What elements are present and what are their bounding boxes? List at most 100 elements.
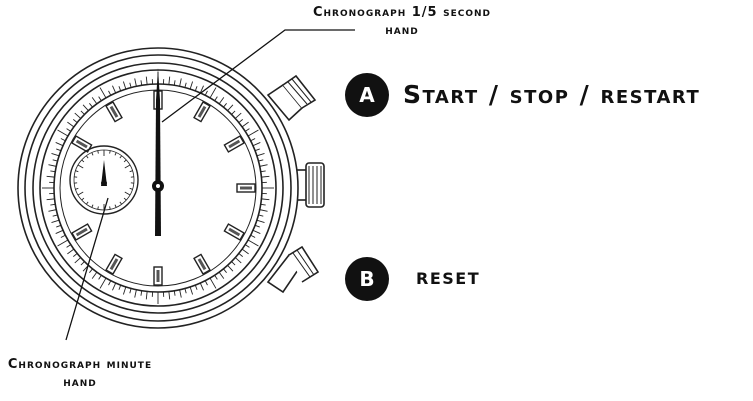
dial-tick <box>67 248 75 255</box>
dial-tick <box>145 76 148 85</box>
dial-tick <box>99 277 107 289</box>
subdial-tick <box>123 159 127 163</box>
dial-tick <box>129 82 132 88</box>
dial-tick <box>55 142 64 147</box>
dial-tick <box>234 257 242 264</box>
dial-tick <box>184 82 187 88</box>
dial-tick <box>250 234 256 238</box>
dial-tick <box>112 282 117 291</box>
badge-b: B <box>345 257 389 301</box>
dial-tick <box>184 288 187 294</box>
dial-tick <box>244 128 250 132</box>
dial-tick <box>52 214 58 217</box>
hour-marker <box>223 223 245 241</box>
dial-tick <box>82 104 89 112</box>
dial-tick <box>48 209 57 212</box>
dial-tick <box>91 97 98 105</box>
dial-tick <box>209 87 217 99</box>
second-hand-label-line2: hand <box>385 23 419 38</box>
dial-tick <box>46 198 55 201</box>
subdial-tick <box>114 204 117 208</box>
dial-tick <box>214 96 218 102</box>
dial-tick <box>74 112 82 119</box>
dial-tick <box>122 286 127 295</box>
dial-tick <box>254 148 260 152</box>
dial-tick <box>98 274 102 280</box>
dial-tick <box>140 290 143 296</box>
dial-tick <box>73 253 78 257</box>
dial-tick <box>66 244 72 248</box>
subdial-tick <box>114 152 117 156</box>
dial-tick <box>140 80 143 86</box>
dial-tick <box>223 268 227 273</box>
subdial-tick <box>123 197 127 201</box>
pusher-b[interactable] <box>266 245 320 294</box>
dial-tick <box>218 97 225 105</box>
second-hand-label: Chronograph 1/5 second hand <box>262 4 542 40</box>
dial-tick <box>129 288 132 294</box>
dial-tick <box>168 76 171 85</box>
dial-tick <box>244 244 250 248</box>
dial-tick <box>227 104 234 112</box>
dial-tick <box>247 129 259 137</box>
dial-tick <box>209 277 217 289</box>
dial-tick <box>134 78 137 87</box>
dial-tick <box>241 248 249 255</box>
hour-marker <box>105 253 123 275</box>
subdial-tick <box>77 191 84 196</box>
dial-tick <box>194 284 198 290</box>
dial-tick <box>89 103 93 108</box>
subdial-tick <box>75 187 79 190</box>
dial-tick <box>189 286 194 295</box>
pusher-a[interactable] <box>266 74 317 122</box>
subdial-tick <box>75 170 79 173</box>
dial-tick <box>99 87 107 99</box>
dial-tick <box>241 121 249 128</box>
dial-tick <box>51 219 60 224</box>
chronograph-minute-hand <box>101 160 107 186</box>
subdial-tick <box>109 206 111 210</box>
dial-tick <box>55 229 64 234</box>
hour-marker <box>71 223 93 241</box>
dial-tick <box>80 110 85 115</box>
subdial-tick <box>109 150 111 154</box>
subdial-tick <box>124 164 131 169</box>
dial-tick <box>256 152 265 157</box>
dial-tick <box>214 274 218 280</box>
subdial-tick <box>91 204 94 208</box>
hour-marker <box>193 101 211 123</box>
dial-tick <box>179 289 182 298</box>
subdial-tick <box>119 201 122 205</box>
dial-tick <box>238 253 243 257</box>
dial-tick <box>60 234 66 238</box>
dial-tick <box>234 112 242 119</box>
minute-subdial <box>69 145 139 215</box>
hour-marker <box>236 183 256 193</box>
minute-hand-label-line1: Chronograph minute <box>7 357 153 372</box>
dial-tick <box>57 129 69 137</box>
badge-a: A <box>345 73 389 117</box>
dial-tick <box>247 239 259 247</box>
dial-tick <box>231 261 236 266</box>
dial-tick <box>98 96 102 102</box>
dial-tick <box>46 175 55 178</box>
dial-tick <box>199 85 204 94</box>
dial-tick <box>73 119 78 123</box>
subdial-tick <box>91 152 94 156</box>
dial-tick <box>261 175 270 178</box>
subdial-tick <box>86 155 89 159</box>
dial-tick <box>259 164 268 167</box>
dial-tick <box>66 128 72 132</box>
dial-tick <box>173 80 176 86</box>
dial-tick <box>227 264 234 272</box>
dial-tick <box>223 103 227 108</box>
dial-tick <box>56 224 62 228</box>
dial-tick <box>231 110 236 115</box>
dial-tick <box>57 239 69 247</box>
dial-tick <box>252 229 261 234</box>
hour-marker <box>105 101 123 123</box>
subdial-tick <box>81 159 85 163</box>
dial-tick <box>60 138 66 142</box>
dial-tick <box>89 268 93 273</box>
